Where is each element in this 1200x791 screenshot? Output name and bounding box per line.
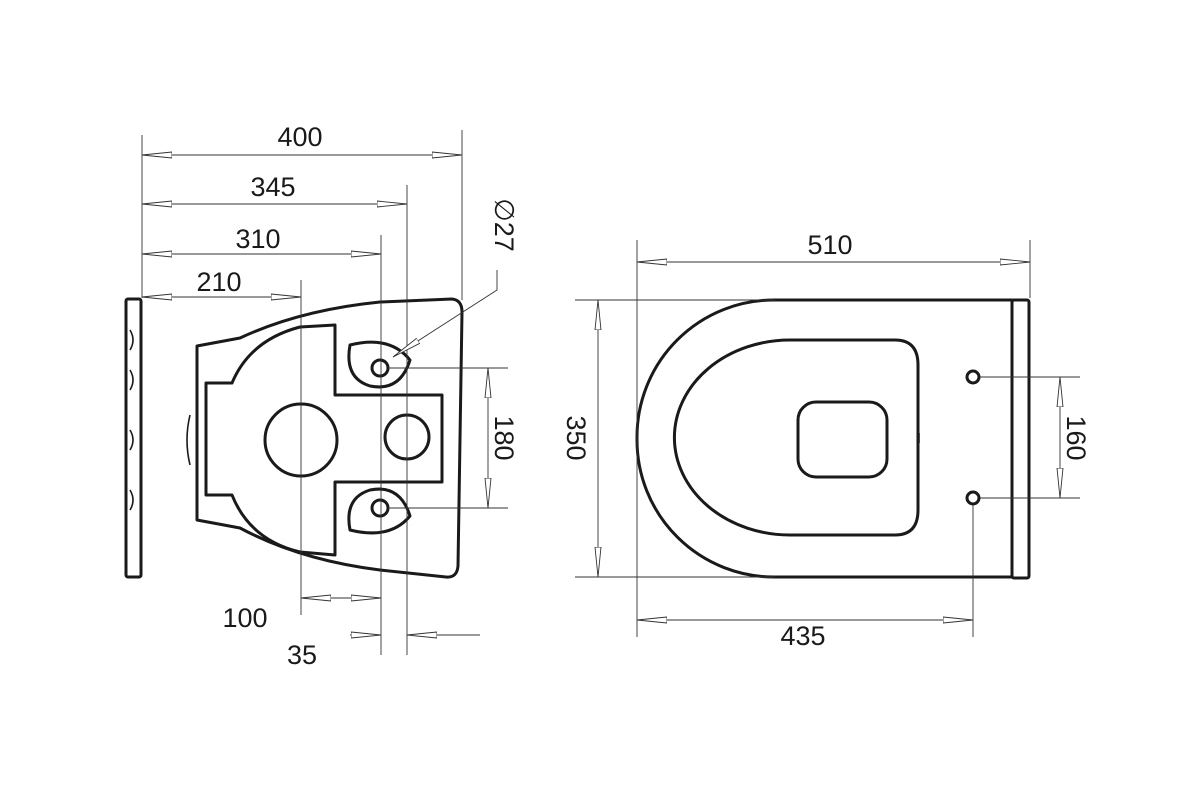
bowl-opening: [796, 400, 889, 479]
dim-210: 210: [196, 267, 241, 297]
extension-lines: [141, 130, 508, 655]
dim-435: 435: [780, 621, 825, 651]
wall-plate: [124, 297, 143, 579]
right-view: 510 350 160 435: [561, 230, 1091, 651]
dim-350: 350: [561, 415, 591, 460]
seat-rim: [672, 338, 920, 537]
dim-345: 345: [250, 172, 295, 202]
inner-recess: [204, 323, 444, 557]
lower-fixing-slot: [347, 487, 412, 535]
dim-310: 310: [235, 224, 280, 254]
upper-fixing-slot: [347, 340, 412, 389]
upper-seat-hole: [965, 369, 981, 385]
dim-160: 160: [1061, 415, 1091, 460]
dim-35: 35: [287, 640, 317, 670]
left-view: 400 345 310 210 ∅27 180 100 35: [124, 122, 519, 670]
leader-dia27: [393, 270, 498, 357]
lower-seat-hole: [965, 490, 981, 506]
extension-lines-right: [575, 240, 1080, 637]
dim-100: 100: [222, 603, 267, 633]
dim-510: 510: [807, 230, 852, 260]
dim-180: 180: [489, 415, 519, 460]
bowl-bottom-outline: [195, 297, 464, 579]
back-plate: [1010, 298, 1031, 580]
outlet-stub: [186, 414, 191, 466]
dim-dia27: ∅27: [489, 198, 519, 252]
dim-400: 400: [277, 122, 322, 152]
